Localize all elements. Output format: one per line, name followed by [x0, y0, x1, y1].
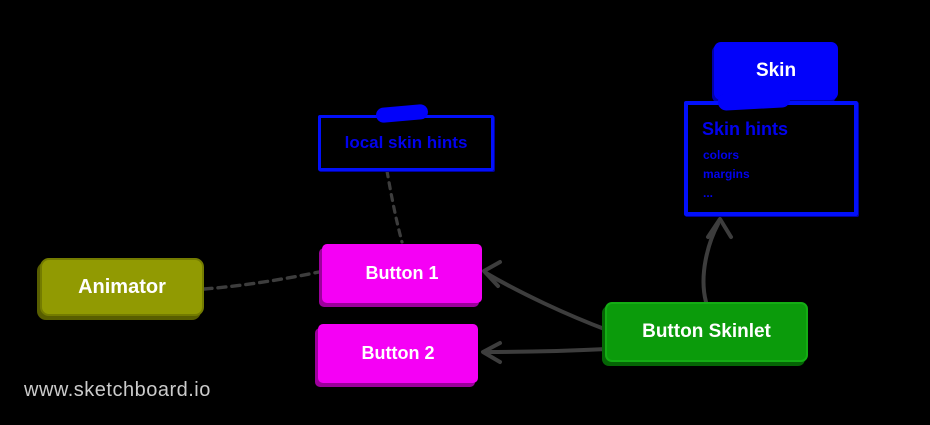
skin-hints-item: margins	[703, 167, 750, 181]
arrowhead-button1	[482, 260, 502, 288]
skin-hints-item: ...	[703, 186, 714, 200]
edge-button-skinlet-to-button2[interactable]	[484, 347, 609, 354]
node-button2[interactable]: Button 2	[318, 324, 478, 383]
edge-local-skin-hints-to-button1[interactable]	[385, 169, 404, 244]
edge-button-skinlet-to-skin-hints[interactable]	[701, 222, 720, 304]
node-button1[interactable]: Button 1	[322, 244, 482, 303]
arrowhead-button2	[481, 341, 502, 364]
skin-hints-item: colors	[703, 148, 740, 162]
node-local-skin-hints[interactable]: local skin hints	[318, 115, 494, 171]
node-button2-label: Button 2	[361, 343, 435, 363]
node-local-skin-hints-label: local skin hints	[344, 133, 468, 152]
edge-animator-to-button1[interactable]	[202, 270, 321, 291]
node-button-skinlet-label: Button Skinlet	[642, 321, 771, 342]
node-animator-label: Animator	[78, 275, 166, 298]
edge-button-skinlet-to-button1[interactable]	[484, 271, 609, 332]
node-animator[interactable]: Animator	[40, 258, 204, 316]
node-skin-hints[interactable]: Skin hints colors margins ...	[684, 101, 858, 216]
node-button1-label: Button 1	[365, 263, 439, 283]
node-skin-label: Skin	[755, 60, 797, 81]
sketchboard-watermark: www.sketchboard.io	[24, 379, 211, 401]
node-button-skinlet[interactable]: Button Skinlet	[605, 302, 808, 362]
arrowhead-skin-hints	[706, 217, 733, 239]
skin-hints-title: Skin hints	[702, 119, 789, 139]
